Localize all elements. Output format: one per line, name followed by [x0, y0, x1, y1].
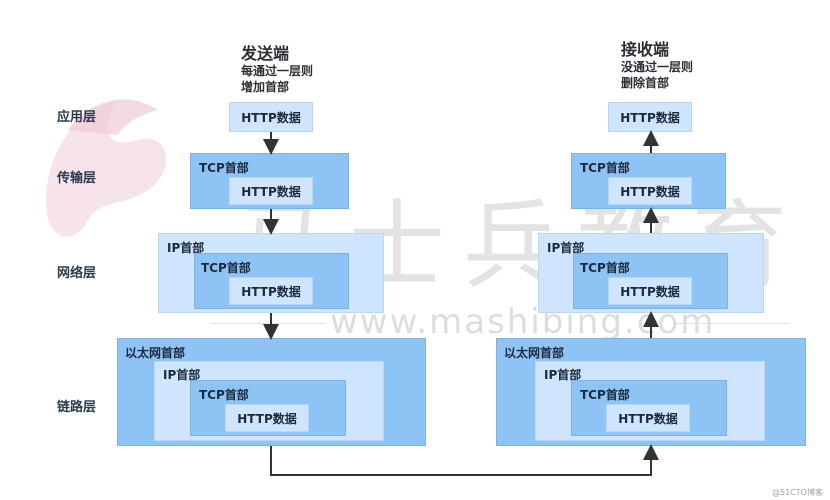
arrow-link-connector — [270, 444, 659, 476]
receiver-transport-tcp-label: TCP首部 — [580, 161, 630, 175]
sender-link-tcp-label: TCP首部 — [199, 388, 249, 402]
sender-link-http: HTTP数据 — [225, 404, 309, 432]
layer-label-transport: 传输层 — [57, 171, 97, 186]
receiver-title: 接收端 — [621, 40, 670, 59]
receiver-link-tcp-label: TCP首部 — [580, 388, 630, 402]
sender-network-http: HTTP数据 — [229, 277, 313, 305]
sender-link-ethernet-label: 以太网首部 — [125, 346, 186, 360]
watermark-line-left — [210, 323, 325, 324]
receiver-transport-http: HTTP数据 — [608, 177, 692, 205]
layer-label-network: 网络层 — [57, 266, 97, 281]
sender-transport-http: HTTP数据 — [229, 177, 313, 205]
sender-note-line2: 增加首部 — [241, 80, 290, 94]
receiver-network-http: HTTP数据 — [608, 277, 692, 305]
receiver-app-http: HTTP数据 — [608, 102, 692, 132]
sender-network-tcp-label: TCP首部 — [201, 261, 251, 275]
receiver-link-ip-label: IP首部 — [544, 368, 582, 382]
footer-watermark: @51CTO博客 — [772, 488, 823, 497]
layer-label-application: 应用层 — [57, 110, 97, 125]
watermark-line-right — [675, 323, 790, 324]
sender-title: 发送端 — [241, 44, 290, 63]
sender-transport-tcp-label: TCP首部 — [199, 161, 249, 175]
watermark-logo — [46, 99, 167, 237]
layer-label-link: 链路层 — [57, 400, 97, 415]
receiver-network-ip-label: IP首部 — [547, 241, 585, 255]
receiver-note-line2: 删除首部 — [621, 76, 670, 90]
receiver-note-line1: 没通过一层则 — [621, 60, 694, 74]
receiver-link-http: HTTP数据 — [606, 404, 690, 432]
sender-link-ip-label: IP首部 — [163, 368, 201, 382]
sender-note-line1: 每通过一层则 — [241, 64, 314, 78]
receiver-network-tcp-label: TCP首部 — [580, 261, 630, 275]
receiver-link-ethernet-label: 以太网首部 — [504, 346, 565, 360]
sender-network-ip-label: IP首部 — [167, 241, 205, 255]
sender-app-http: HTTP数据 — [229, 102, 313, 132]
